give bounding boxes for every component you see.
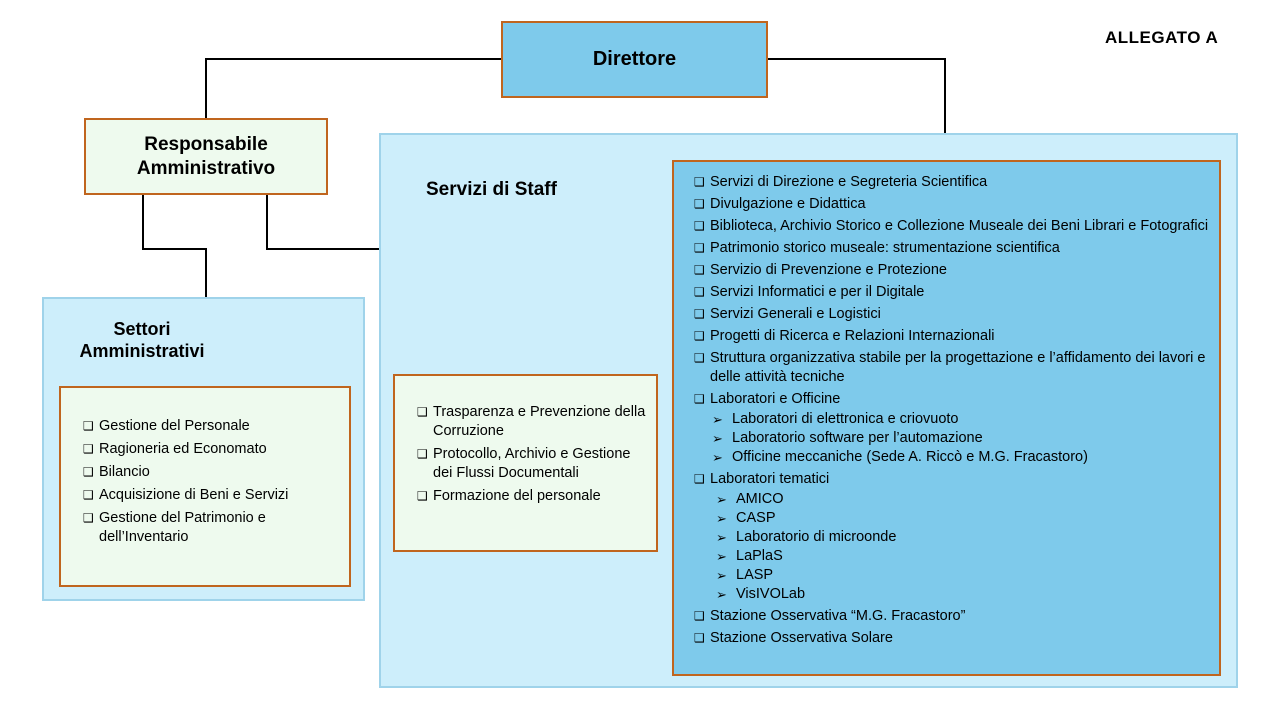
- arrow-bullet-icon: ➢: [716, 587, 727, 602]
- square-bullet-icon: ❑: [417, 405, 428, 419]
- sublist-item: ➢VisIVOLab: [716, 586, 806, 602]
- list-item: ❑Progetti di Ricerca e Relazioni Interna…: [694, 328, 995, 344]
- admin-head-label-line2: Amministrativo: [136, 157, 276, 179]
- sublist-item: ➢CASP: [716, 510, 776, 526]
- square-bullet-icon: ❑: [694, 631, 705, 645]
- square-bullet-icon: ❑: [694, 263, 705, 277]
- list-item: ❑Servizio di Prevenzione e Protezione: [694, 262, 947, 278]
- staff-title: Servizi di Staff: [426, 179, 557, 200]
- sublist-item: ➢Officine meccaniche (Sede A. Riccò e M.…: [712, 449, 1088, 465]
- arrow-bullet-icon: ➢: [716, 568, 727, 583]
- list-item: ❑Servizi Informatici e per il Digitale: [694, 284, 925, 300]
- square-bullet-icon: ❑: [417, 447, 428, 461]
- list-item: ❑Bilancio: [83, 464, 150, 480]
- list-item: ❑Gestione del Patrimonio e dell’Inventar…: [83, 510, 266, 545]
- labs-sublist: ➢Laboratori di elettronica e criovuoto ➢…: [710, 410, 1209, 467]
- square-bullet-icon: ❑: [694, 285, 705, 299]
- square-bullet-icon: ❑: [694, 329, 705, 343]
- square-bullet-icon: ❑: [694, 219, 705, 233]
- list-item: ❑Protocollo, Archivio e Gestione dei Flu…: [417, 446, 631, 481]
- square-bullet-icon: ❑: [694, 472, 705, 486]
- square-bullet-icon: ❑: [694, 351, 705, 365]
- connector-director-staff: [768, 58, 946, 160]
- connector-director-admin: [205, 58, 501, 118]
- square-bullet-icon: ❑: [694, 392, 705, 406]
- square-bullet-icon: ❑: [417, 489, 428, 503]
- list-item: ❑Patrimonio storico museale: strumentazi…: [694, 240, 1060, 256]
- staff-admin-linked-box: ❑Trasparenza e Prevenzione della Corruzi…: [393, 374, 658, 552]
- arrow-bullet-icon: ➢: [716, 530, 727, 545]
- list-item: ❑Divulgazione e Didattica: [694, 196, 866, 212]
- arrow-bullet-icon: ➢: [716, 492, 727, 507]
- admin-sectors-box: ❑Gestione del Personale ❑Ragioneria ed E…: [59, 386, 351, 587]
- list-item: ❑Servizi Generali e Logistici: [694, 306, 881, 322]
- square-bullet-icon: ❑: [694, 609, 705, 623]
- admin-sectors-title-line2: Amministrativi: [79, 341, 205, 361]
- list-item: ❑Stazione Osservativa “M.G. Fracastoro”: [694, 608, 966, 624]
- list-item: ❑Biblioteca, Archivio Storico e Collezio…: [694, 218, 1209, 234]
- director-label: Direttore: [592, 48, 677, 70]
- list-item: ❑Servizi di Direzione e Segreteria Scien…: [694, 174, 988, 190]
- sublist-item: ➢LASP: [716, 567, 774, 583]
- list-item: ❑Struttura organizzativa stabile per la …: [694, 350, 1206, 385]
- list-item: ❑Acquisizione di Beni e Servizi: [83, 487, 289, 503]
- arrow-bullet-icon: ➢: [716, 549, 727, 564]
- attachment-label: ALLEGATO A: [1105, 28, 1219, 47]
- list-item: ❑Formazione del personale: [417, 488, 601, 504]
- admin-sectors-title-line1: Settori: [113, 319, 171, 339]
- list-item: ❑Gestione del Personale: [83, 418, 250, 434]
- sublist-item: ➢AMICO: [716, 491, 784, 507]
- list-item-thematic-labs: ❑Laboratori tematici ➢AMICO ➢CASP ➢Labor…: [694, 470, 1209, 604]
- square-bullet-icon: ❑: [83, 442, 94, 456]
- list-item: ❑Trasparenza e Prevenzione della Corruzi…: [417, 404, 646, 439]
- list-item: ❑Stazione Osservativa Solare: [694, 630, 893, 646]
- sublist-item: ➢Laboratorio di microonde: [716, 529, 897, 545]
- admin-head-label-line1: Responsabile: [144, 133, 268, 155]
- admin-sectors-list: ❑Gestione del Personale ❑Ragioneria ed E…: [83, 417, 343, 551]
- square-bullet-icon: ❑: [83, 419, 94, 433]
- square-bullet-icon: ❑: [694, 197, 705, 211]
- arrow-bullet-icon: ➢: [712, 412, 723, 427]
- square-bullet-icon: ❑: [83, 465, 94, 479]
- arrow-bullet-icon: ➢: [716, 511, 727, 526]
- arrow-bullet-icon: ➢: [712, 450, 723, 465]
- sublist-item: ➢LaPlaS: [716, 548, 783, 564]
- staff-director-linked-list: ❑Servizi di Direzione e Segreteria Scien…: [694, 173, 1209, 651]
- arrow-bullet-icon: ➢: [712, 431, 723, 446]
- list-item: ❑Ragioneria ed Economato: [83, 441, 267, 457]
- sublist-item: ➢Laboratorio software per l’automazione: [712, 430, 983, 446]
- admin-sectors-title: Settori Amministrativi: [42, 318, 242, 362]
- director-box: Direttore: [501, 21, 768, 98]
- square-bullet-icon: ❑: [694, 241, 705, 255]
- square-bullet-icon: ❑: [83, 488, 94, 502]
- square-bullet-icon: ❑: [83, 511, 94, 525]
- sublist-item: ➢Laboratori di elettronica e criovuoto: [712, 411, 959, 427]
- admin-head-box: Responsabile Amministrativo: [84, 118, 328, 195]
- list-item-labs: ❑Laboratori e Officine ➢Laboratori di el…: [694, 390, 1209, 467]
- staff-admin-linked-list: ❑Trasparenza e Prevenzione della Corruzi…: [417, 403, 647, 510]
- staff-director-linked-box: ❑Servizi di Direzione e Segreteria Scien…: [672, 160, 1221, 676]
- thematic-labs-sublist: ➢AMICO ➢CASP ➢Laboratorio di microonde ➢…: [714, 490, 1209, 604]
- square-bullet-icon: ❑: [694, 307, 705, 321]
- square-bullet-icon: ❑: [694, 175, 705, 189]
